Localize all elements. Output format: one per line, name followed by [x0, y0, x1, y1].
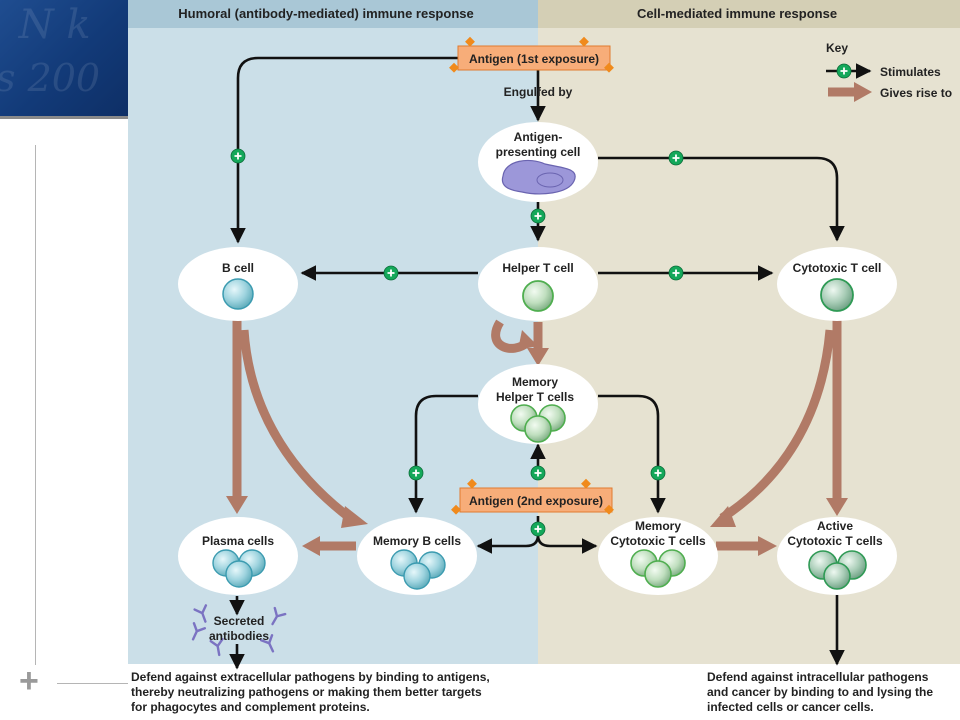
- immune-response-diagram: Humoral (antibody-mediated) immune respo…: [128, 0, 960, 720]
- stimulate-plus-icon: [230, 148, 246, 164]
- brand-watermark-lower: s 200: [0, 56, 101, 100]
- cell-outcome-line-1: Defend against intracellular pathogens: [707, 670, 929, 684]
- helper-t-cell-icon: [522, 280, 554, 312]
- cell-mediated-panel: [538, 0, 960, 720]
- stimulate-plus-icon: [530, 208, 546, 224]
- antigen-marker-icon: [604, 62, 614, 73]
- memory-helper-cell-icon: [524, 415, 552, 443]
- humoral-header: [128, 0, 538, 28]
- outcome-band: [128, 664, 960, 720]
- plasma-label: Plasma cells: [202, 534, 274, 548]
- humoral-outcome-line-1: Defend against extracellular pathogens b…: [131, 670, 490, 684]
- node-antigen-presenting-cell: Antigen- presenting cell: [478, 122, 598, 202]
- plus-icon: +: [19, 662, 39, 700]
- antigen1-to-bcell-arrow: [230, 56, 458, 244]
- memcyto-label-2: Cytotoxic T cells: [610, 534, 706, 548]
- cytotoxic-t-cell-icon: [820, 278, 854, 312]
- horizontal-rule: [57, 683, 128, 684]
- memcyto-label-1: Memory: [635, 519, 681, 533]
- node-memory-helper-t-cells: Memory Helper T cells: [478, 364, 598, 444]
- node-plasma-cells: Plasma cells: [178, 517, 298, 595]
- vertical-rule: [35, 145, 36, 665]
- node-cytotoxic-t-cell: Cytotoxic T cell: [777, 247, 897, 321]
- stimulate-plus-icon: [650, 465, 666, 481]
- stimulate-plus-icon: [668, 265, 684, 281]
- memoryhelper-to-memorycyto-arrow: [598, 394, 666, 514]
- bcell-to-memoryb-arrow: [239, 329, 353, 522]
- key-title: Key: [826, 41, 848, 55]
- activecyto-label-1: Active: [817, 519, 853, 533]
- humoral-title: Humoral (antibody-mediated) immune respo…: [178, 6, 473, 21]
- node-memory-b-cells: Memory B cells: [357, 517, 477, 595]
- node-b-cell: B cell: [178, 247, 298, 321]
- antibody-icon: [191, 604, 287, 657]
- brand-banner: N k s 200: [0, 0, 128, 116]
- plasma-cell-icon: [225, 560, 253, 588]
- slide-side-strip: N k s 200 +: [0, 0, 128, 720]
- memory-b-cell-icon: [403, 562, 431, 590]
- active-cytotoxic-cell-icon: [823, 562, 851, 590]
- apc-to-cytotoxic-arrow: [598, 156, 845, 242]
- stimulate-plus-icon: [408, 465, 424, 481]
- humoral-outcome-text: Defend against extracellular pathogens b…: [131, 670, 490, 714]
- brand-divider: [0, 116, 128, 119]
- apc-label-1: Antigen-: [514, 130, 563, 144]
- humoral-outcome-line-2: thereby neutralizing pathogens or making…: [131, 685, 482, 699]
- apc-label-2: presenting cell: [496, 145, 581, 159]
- b-cell-icon: [222, 278, 254, 310]
- humoral-outcome-line-3: for phagocytes and complement proteins.: [131, 700, 370, 714]
- stimulate-plus-icon: [836, 63, 852, 79]
- cell-mediated-title: Cell-mediated immune response: [637, 6, 837, 21]
- antigen-marker-icon: [604, 504, 614, 515]
- antigen-marker-icon: [579, 36, 589, 47]
- key-legend: Key Stimulates Gives rise to: [826, 41, 952, 102]
- cell-mediated-outcome-text: Defend against intracellular pathogens a…: [707, 670, 933, 714]
- antigen2-label: Antigen (2nd exposure): [469, 494, 603, 508]
- helper-label: Helper T cell: [502, 261, 573, 275]
- cell-outcome-line-3: infected cells or cancer cells.: [707, 700, 874, 714]
- node-active-cytotoxic-t-cells: Active Cytotoxic T cells: [777, 517, 897, 595]
- antigen-marker-icon: [581, 478, 591, 489]
- antigen-first-exposure: Antigen (1st exposure): [449, 36, 614, 73]
- stimulate-plus-icon: [530, 465, 546, 481]
- activecyto-label-2: Cytotoxic T cells: [787, 534, 883, 548]
- secreted-label-1: Secreted: [214, 614, 265, 628]
- engulfed-label: Engulfed by: [504, 85, 573, 99]
- node-helper-t-cell: Helper T cell: [478, 247, 598, 321]
- stimulate-plus-icon: [530, 521, 546, 537]
- antigen-second-exposure: Antigen (2nd exposure): [451, 478, 614, 515]
- antigen2-to-memorycyto-arrow: [536, 534, 598, 554]
- secreted-antibodies: Secreted antibodies: [191, 604, 287, 657]
- memoryhelper-to-memoryb-arrow: [408, 394, 478, 514]
- secreted-label-2: antibodies: [209, 629, 269, 643]
- memhelper-label-2: Helper T cells: [496, 390, 574, 404]
- cytotoxic-label: Cytotoxic T cell: [793, 261, 882, 275]
- humoral-panel: [128, 0, 538, 720]
- node-memory-cytotoxic-t-cells: Memory Cytotoxic T cells: [598, 517, 718, 595]
- memory-cytotoxic-cell-icon: [644, 560, 672, 588]
- cytotoxic-to-memorycyto-arrow: [719, 329, 835, 522]
- cell-mediated-header: [538, 0, 960, 28]
- gives-rise-arrows: [232, 319, 842, 551]
- memb-label: Memory B cells: [373, 534, 461, 548]
- antigen-marker-icon: [467, 478, 477, 489]
- antigen1-label: Antigen (1st exposure): [469, 52, 599, 66]
- stimulate-plus-icon: [668, 150, 684, 166]
- brand-watermark: N k: [6, 2, 91, 48]
- gives-rise-arrowheads: [226, 330, 848, 556]
- bcell-label: B cell: [222, 261, 254, 275]
- memhelper-label-1: Memory: [512, 375, 558, 389]
- key-gives-rise-label: Gives rise to: [880, 86, 952, 100]
- stimulate-plus-icon: [383, 265, 399, 281]
- key-stimulates-label: Stimulates: [880, 65, 941, 79]
- cell-outcome-line-2: and cancer by binding to and lysing the: [707, 685, 933, 699]
